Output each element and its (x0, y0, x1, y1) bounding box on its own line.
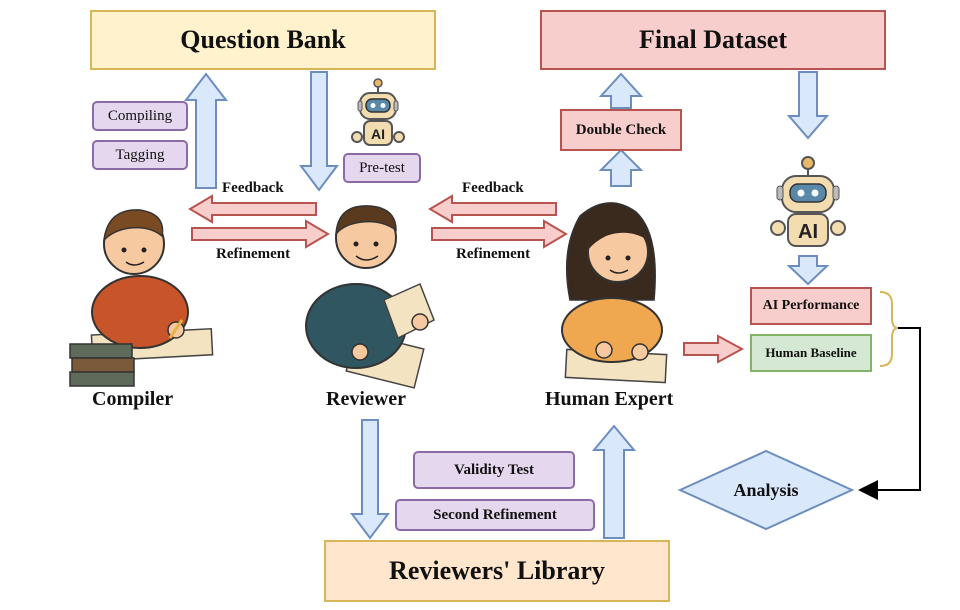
robot-icon-large: AI (770, 156, 846, 247)
analysis-label-wrap: Analysis (700, 476, 832, 504)
analysis-label: Analysis (733, 479, 799, 500)
compiler-illustration (69, 209, 214, 387)
analysis-diamond (677, 449, 855, 531)
arrow-down-question-bank-to-reviewer (299, 71, 339, 192)
tagging-tag: Tagging (92, 140, 188, 170)
reviewer-label: Reviewer (326, 388, 406, 410)
pre-test-tag: Pre-test (343, 153, 421, 183)
double-check-label: Double Check (575, 121, 667, 138)
ai-performance-label: AI Performance (762, 298, 860, 313)
robot-icon-small: AI (351, 78, 405, 146)
human-baseline-label: Human Baseline (765, 345, 857, 360)
feedback-label-right: Feedback (462, 180, 524, 196)
robot-large-label: AI (798, 221, 818, 243)
validity-test-label: Validity Test (454, 461, 534, 478)
arrow-refinement-right-1 (191, 219, 330, 249)
arrow-up-double-check-to-final-dataset (598, 72, 644, 109)
refinement-label-right: Refinement (456, 246, 531, 262)
reviewer-illustration (305, 205, 435, 389)
arrow-down-reviewer-to-library (350, 419, 390, 540)
final-dataset-label: Final Dataset (638, 25, 788, 54)
feedback-label-left: Feedback (222, 180, 284, 196)
tagging-label: Tagging (115, 146, 165, 163)
arrow-down-final-dataset-to-ai (786, 71, 830, 140)
human-expert-label: Human Expert (545, 388, 674, 410)
question-bank-label: Question Bank (180, 25, 346, 54)
compiling-label: Compiling (107, 107, 173, 124)
curly-brace (879, 291, 899, 367)
arrow-up-library-to-human-expert (591, 424, 637, 539)
reviewers-library-box: Reviewers' Library (324, 540, 670, 602)
reviewers-library-label: Reviewers' Library (389, 556, 605, 585)
compiler-label: Compiler (92, 388, 174, 410)
ai-performance-box: AI Performance (750, 287, 872, 325)
final-dataset-box: Final Dataset (540, 10, 886, 70)
human-baseline-box: Human Baseline (750, 334, 872, 372)
question-bank-box: Question Bank (90, 10, 436, 70)
arrow-up-to-double-check (598, 148, 644, 187)
second-refinement-label: Second Refinement (433, 506, 557, 523)
second-refinement-tag: Second Refinement (395, 499, 595, 531)
human-expert-illustration (561, 202, 668, 384)
arrow-up-compiler-to-question-bank (183, 72, 229, 189)
robot-small-label: AI (371, 126, 385, 142)
pre-test-label: Pre-test (359, 159, 405, 176)
compiling-tag: Compiling (92, 101, 188, 131)
arrow-refinement-right-2 (431, 219, 568, 249)
validity-test-tag: Validity Test (413, 451, 575, 489)
double-check-box: Double Check (560, 109, 682, 151)
arrow-down-ai-to-performance (786, 255, 830, 286)
arrow-expert-to-baseline (683, 334, 745, 364)
connector-to-analysis (858, 327, 921, 500)
arrow-feedback-left-1 (188, 194, 317, 224)
arrow-feedback-left-2 (428, 194, 557, 224)
refinement-label-left: Refinement (216, 246, 291, 262)
